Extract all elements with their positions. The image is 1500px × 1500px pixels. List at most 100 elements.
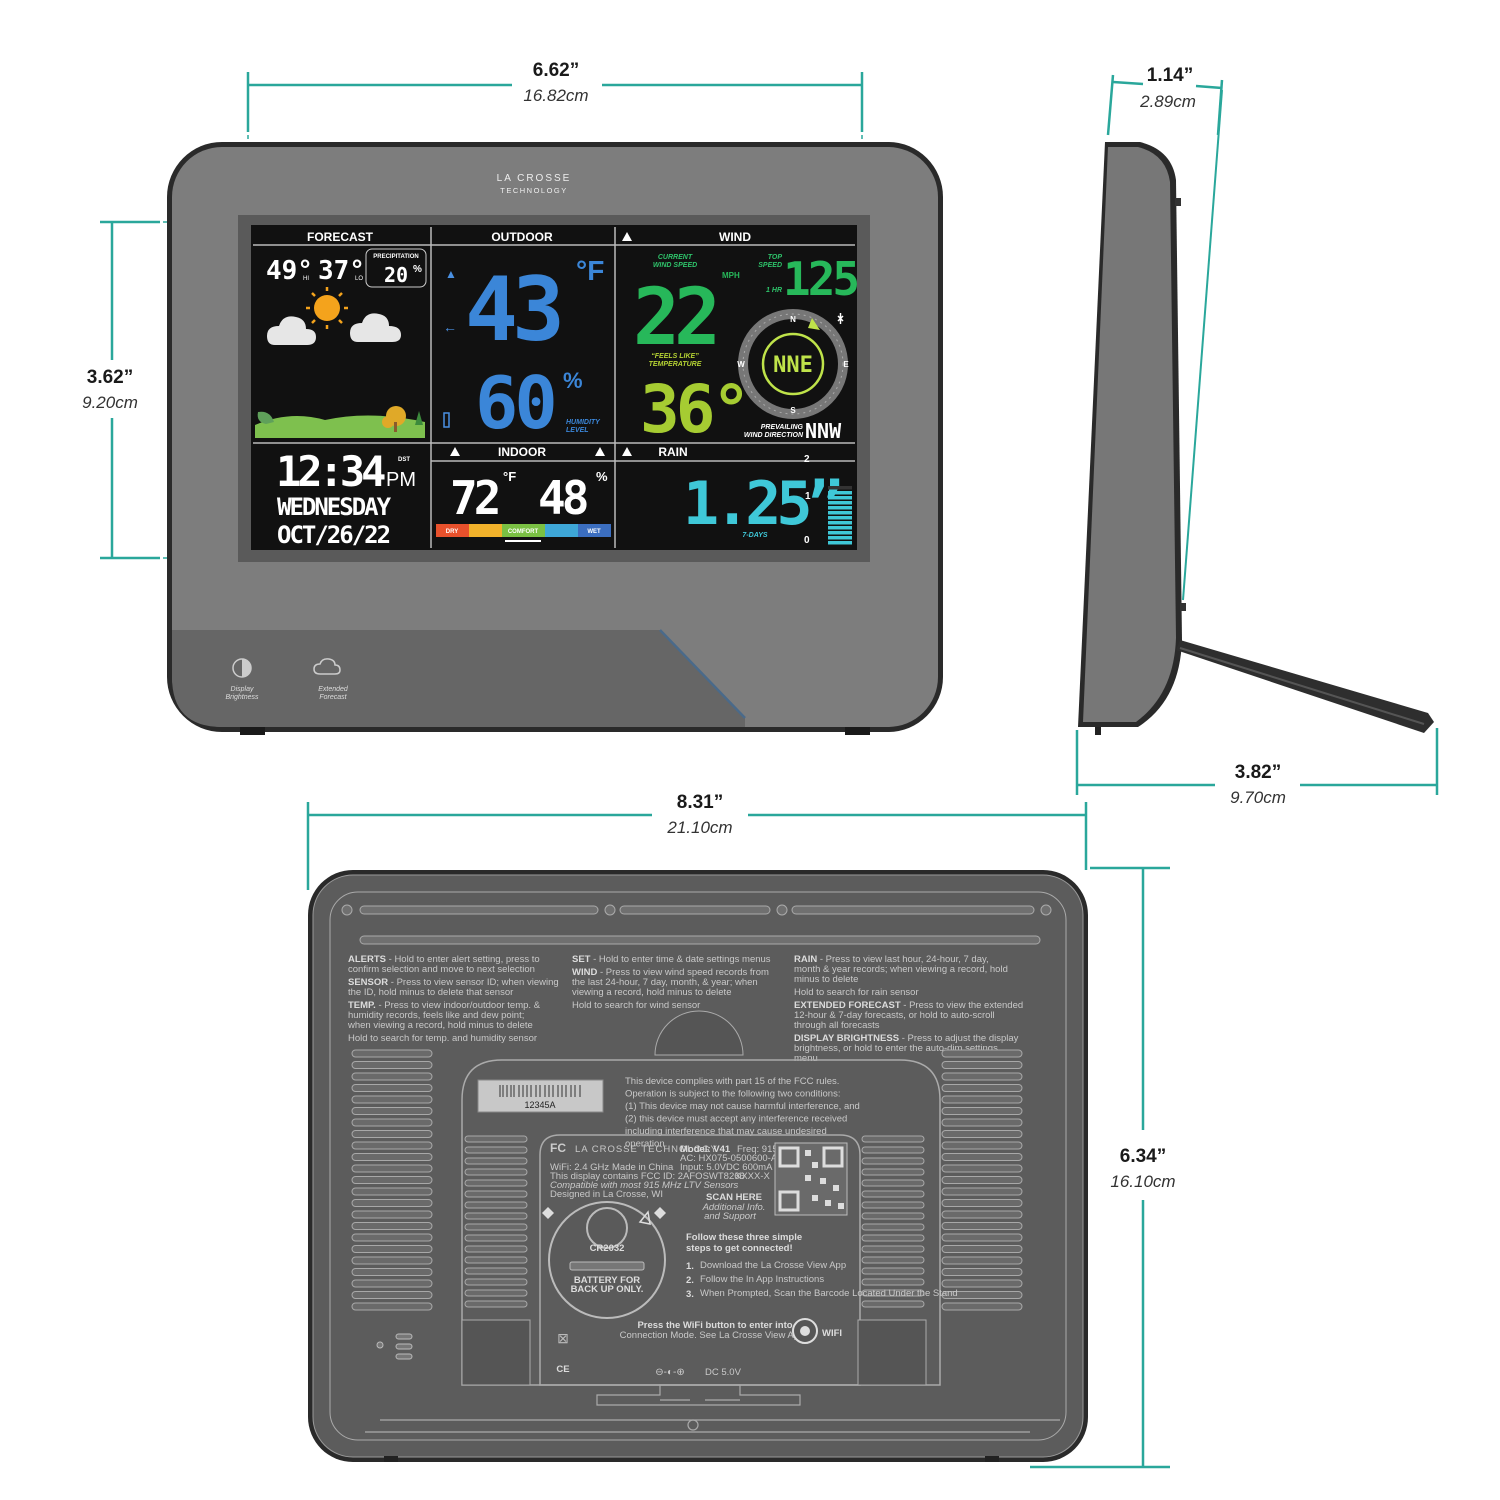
vent-slot — [351, 1107, 433, 1115]
vent-slot — [351, 1095, 433, 1104]
feels-like: 36° — [640, 371, 747, 448]
wind-compass: NNE N E S W — [737, 309, 849, 419]
cloud-sun-icon — [313, 658, 341, 675]
top-speed: 125 — [783, 252, 857, 306]
wind-cell: CURRENT WIND SPEED 22 MPH TOP SPEED 1 HR… — [633, 252, 860, 448]
vent-slot — [941, 1222, 1023, 1230]
extended-forecast-button[interactable]: Extended Forecast — [313, 658, 349, 701]
step-2: Follow the In App Instructions — [700, 1274, 824, 1285]
comfort-scale: DRY COMFORT WET — [436, 524, 611, 542]
feels-label-2: TEMPERATURE — [649, 361, 702, 368]
rain-bar-segment — [828, 516, 852, 520]
display-brightness-button[interactable]: Display Brightness — [225, 658, 259, 701]
outdoor-header: OUTDOOR — [491, 230, 553, 244]
vent-slot — [464, 1157, 528, 1165]
label-ac: AC: HX075-0500600-AU-001 — [680, 1153, 803, 1164]
forecast-cell: 49° HI 37° LO PRECIPITATION 20 % — [255, 248, 427, 438]
vent-slot — [351, 1210, 433, 1219]
label-input: Input: 5.0VDC 600mA — [680, 1162, 773, 1173]
vent-slot — [861, 1212, 925, 1220]
dst-label: DST — [398, 457, 410, 463]
label-freq: Freq: 915MHz — [737, 1144, 797, 1155]
wind-unit: MPH — [722, 271, 740, 280]
top-vent-slots — [341, 904, 1052, 945]
rain-bar-segment — [828, 531, 852, 535]
precip-label: PRECIPITATION — [373, 254, 418, 260]
trend-up-icon: ▲ — [445, 267, 457, 281]
vent-slot — [941, 1291, 1023, 1299]
vent-slot — [464, 1289, 528, 1297]
vent-slot — [464, 1234, 528, 1242]
vent-slot — [464, 1278, 528, 1286]
wind-direction: NNE — [773, 353, 813, 378]
wifi-button[interactable] — [792, 1318, 818, 1344]
side-view: 1.14” 2.89cm 3.82” 9.70cm — [1075, 65, 1439, 807]
vent-slot — [351, 1302, 433, 1311]
rain-bar-segment — [828, 536, 852, 540]
feels-label-1: “FEELS LIKE” — [651, 353, 699, 360]
stand-slot — [365, 1384, 1060, 1433]
front-height-cm: 9.20cm — [82, 393, 138, 412]
vent-slot — [941, 1107, 1023, 1115]
rain-bar-segment — [828, 501, 852, 505]
vent-slot — [861, 1168, 925, 1176]
vent-slot — [464, 1190, 528, 1198]
top-speed-label-1: TOP — [768, 254, 783, 261]
serial-number: 12345A — [524, 1100, 555, 1110]
back-height-dimension: 6.34” 16.10cm — [1030, 866, 1176, 1469]
label-wifi: WiFi: 2.4 GHz — [550, 1162, 609, 1173]
side-tabs — [461, 1319, 927, 1386]
humidity-label-1: HUMIDITY — [566, 419, 601, 426]
wifi-note-1: Press the WiFi button to enter into — [637, 1320, 792, 1331]
coin-battery-icon — [586, 1207, 628, 1249]
brightness-label-2: Brightness — [225, 694, 259, 701]
vent-slot — [941, 1061, 1023, 1069]
indoor-header: INDOOR — [498, 445, 546, 459]
precip-value: 20 — [384, 263, 408, 287]
vent-slot — [941, 1164, 1023, 1173]
step-number: 2. — [686, 1275, 694, 1286]
vent-slot — [351, 1153, 433, 1161]
vent-slot — [861, 1223, 925, 1231]
fcc-statement: This device complies with part 15 of the… — [625, 1076, 860, 1150]
vent-slot — [861, 1256, 925, 1264]
wind-header: WIND — [719, 230, 751, 244]
step-3: When Prompted, Scan the Barcode Located … — [700, 1288, 958, 1299]
battery-note-1: BATTERY FOR — [574, 1275, 640, 1286]
top-speed-label-2: SPEED — [758, 262, 782, 269]
vent-slot — [464, 1256, 528, 1264]
vent-slot — [861, 1289, 925, 1297]
label-designed: Designed in La Crosse, WI — [550, 1189, 663, 1200]
vent-slot — [351, 1176, 433, 1184]
side-depth-cm: 2.89cm — [1139, 92, 1196, 111]
trend-left-icon: ← — [443, 319, 457, 335]
vent-slot — [941, 1245, 1023, 1253]
vent-slot — [351, 1061, 433, 1069]
label-brand: LA CROSSE TECHNOLOGY — [575, 1144, 718, 1155]
power-rating: DC 5.0V — [705, 1367, 742, 1378]
wifi-label: WIFI — [822, 1328, 842, 1339]
rain-header: RAIN — [658, 445, 687, 459]
vent-slot — [941, 1049, 1023, 1058]
outdoor-humidity: 60 — [475, 361, 554, 445]
rain-bar-segment — [828, 506, 852, 510]
vent-slot — [464, 1212, 528, 1220]
recycle-bin-icon: ⊠ — [557, 1330, 569, 1346]
vent-slot — [464, 1168, 528, 1176]
vent-slot — [941, 1256, 1023, 1265]
back-view: 8.31” 21.10cm 6.34” 16.10cm ALERTS - Hol… — [306, 792, 1176, 1469]
fan-icon — [837, 313, 844, 324]
vent-slot — [351, 1256, 433, 1265]
fcc-logo: FC — [550, 1141, 566, 1155]
rain-scale-1: 1 — [805, 491, 811, 502]
side-depth-dimension: 1.14” 2.89cm — [1106, 65, 1224, 601]
vent-slot — [861, 1245, 925, 1253]
front-width-cm: 16.82cm — [523, 86, 588, 105]
front-view: 6.62” 16.82cm 3.62” 9.20cm LA CROSSE TEC… — [82, 60, 943, 735]
scan-here-line-3: and Support — [704, 1211, 756, 1222]
barcode-icon — [499, 1085, 581, 1097]
indoor-temp-unit: °F — [503, 469, 516, 484]
battery-compartment: CR2032 BATTERY FOR BACK UP ONLY. — [542, 1201, 666, 1319]
vent-slot — [464, 1201, 528, 1209]
